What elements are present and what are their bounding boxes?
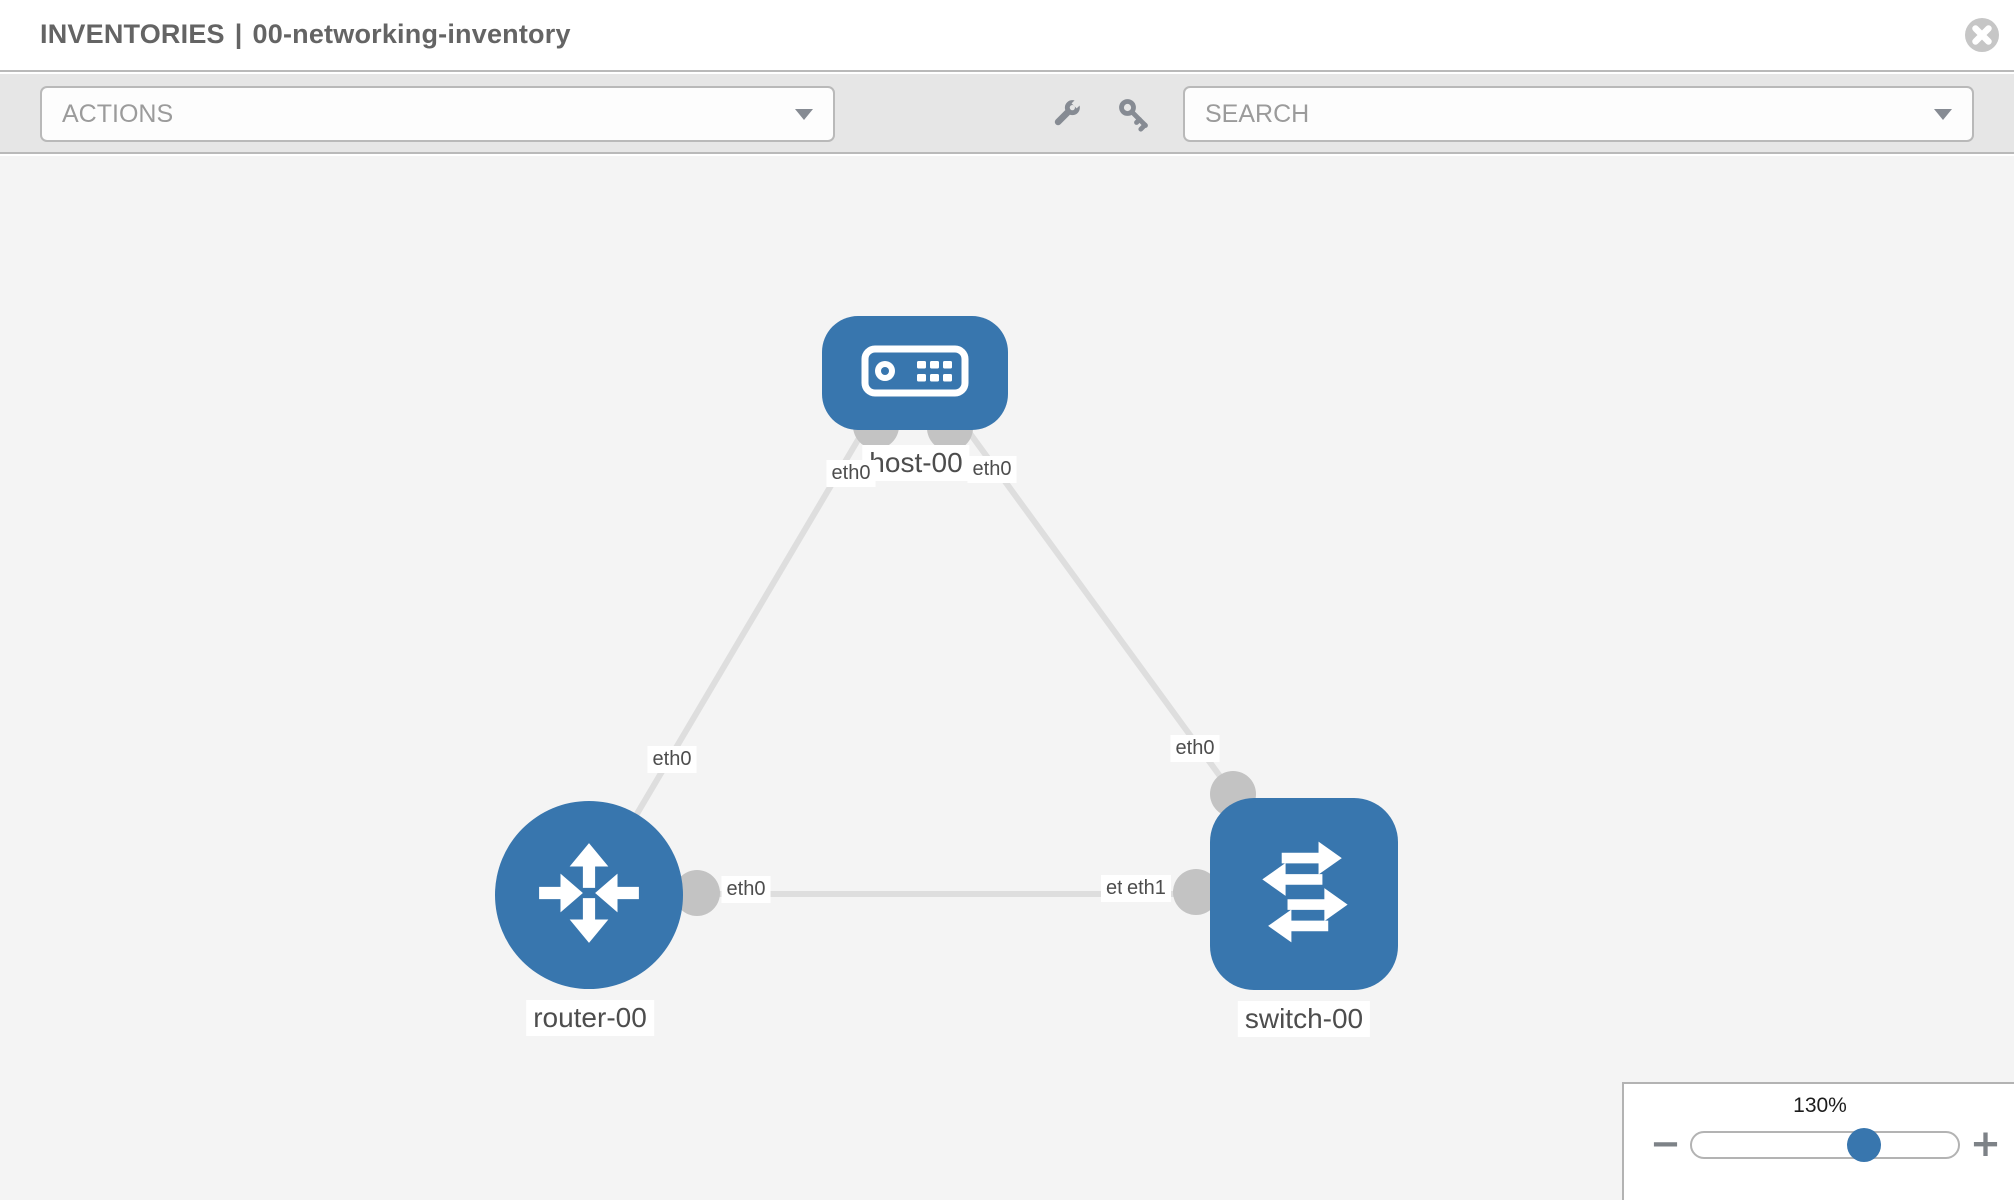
host-icon (861, 345, 969, 402)
chevron-down-icon (795, 108, 813, 120)
zoom-slider[interactable] (1690, 1128, 1960, 1162)
topology-canvas[interactable]: host-00 router-00 switch-00 eth0 eth0 et… (0, 156, 2014, 1200)
zoom-value: 130% (1793, 1094, 1847, 1117)
toolbar: ACTIONS (0, 74, 2014, 154)
node-router-00[interactable] (495, 801, 683, 989)
actions-dropdown-label: ACTIONS (62, 99, 174, 128)
interface-label-switch-eth1: eth1 (1122, 875, 1171, 902)
actions-dropdown[interactable]: ACTIONS (40, 86, 835, 142)
close-icon (1963, 18, 2001, 58)
zoom-panel: 130% − + (1622, 1082, 2014, 1200)
wrench-icon (1048, 98, 1084, 136)
node-label-host: host-00 (862, 445, 970, 481)
interface-label-host-eth0-left: eth0 (826, 460, 876, 487)
close-button[interactable] (1963, 16, 2001, 54)
node-host-00[interactable] (822, 316, 1008, 430)
topology-links-layer (586, 403, 1304, 916)
switch-icon (1241, 829, 1367, 960)
page-title-separator: | (234, 19, 243, 49)
interface-label-router-eth0-link: eth0 (721, 876, 771, 903)
page-title-inventory-name: 00-networking-inventory (252, 19, 571, 49)
tools-button[interactable] (1048, 96, 1084, 132)
page-title: INVENTORIES | 00-networking-inventory (40, 19, 571, 50)
node-label-router: router-00 (526, 1000, 654, 1036)
credentials-button[interactable] (1116, 96, 1152, 132)
zoom-out-button[interactable]: − (1650, 1122, 1682, 1165)
interface-label-router-eth0-top: eth0 (647, 746, 697, 773)
page-title-section: INVENTORIES (40, 19, 225, 49)
interface-label-host-eth0-right: eth0 (967, 456, 1017, 483)
zoom-in-button[interactable]: + (1970, 1122, 2002, 1165)
router-icon (533, 837, 645, 954)
node-switch-00[interactable] (1210, 798, 1398, 990)
zoom-slider-thumb[interactable] (1847, 1128, 1881, 1162)
interface-label-switch-eth0-top: eth0 (1170, 735, 1220, 762)
search-input[interactable]: SEARCH (1205, 99, 1310, 128)
search-dropdown[interactable]: SEARCH (1183, 86, 1974, 142)
header: INVENTORIES | 00-networking-inventory (0, 0, 2014, 72)
chevron-down-icon (1934, 108, 1952, 120)
node-label-switch: switch-00 (1237, 1001, 1371, 1037)
key-icon (1116, 99, 1152, 136)
